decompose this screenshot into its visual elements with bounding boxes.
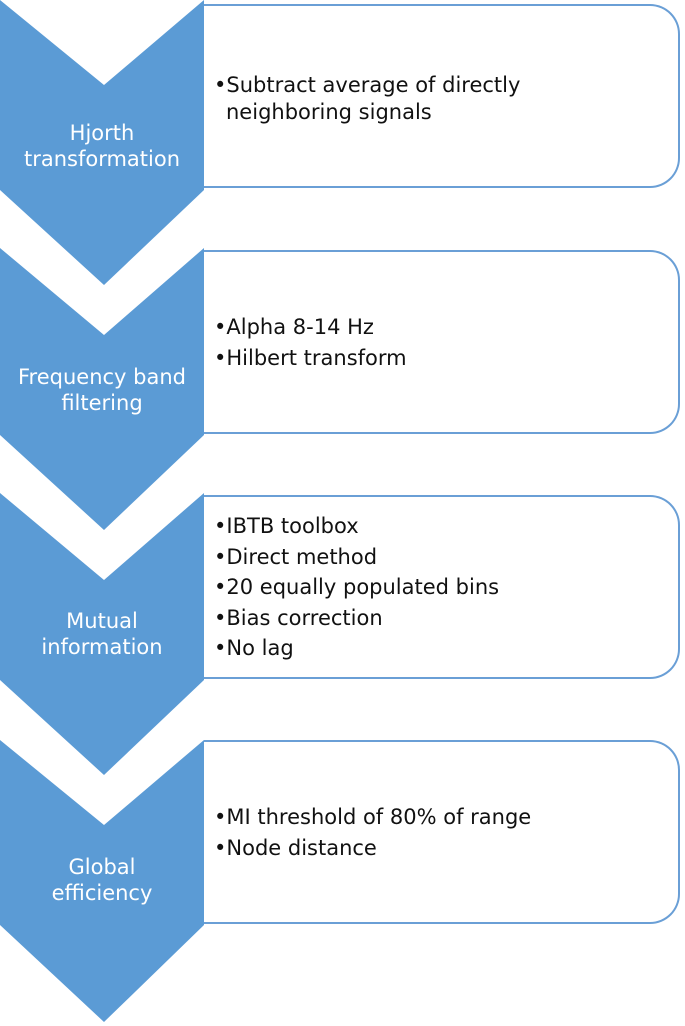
step-3-title-line: Mutual [66, 609, 138, 633]
step-3-bullet: 20 equally populated bins [214, 572, 499, 603]
step-1-title-line: transformation [23, 147, 181, 171]
step-3-bullet: Bias correction [214, 603, 499, 634]
step-1-title: Hjorth transformation [0, 120, 204, 172]
step-1-detail-box: Subtract average of directly neighboring… [204, 4, 680, 188]
step-4-bullet-list: MI threshold of 80% of range Node distan… [214, 802, 531, 863]
step-3-bullet-list: IBTB toolbox Direct method 20 equally po… [214, 511, 499, 664]
step-4-detail-box: MI threshold of 80% of range Node distan… [204, 740, 680, 924]
step-4-bullet: Node distance [214, 833, 531, 864]
step-1-bullet-list: Subtract average of directly neighboring… [214, 72, 520, 126]
step-2-title: Frequency band filtering [0, 364, 204, 416]
step-2-detail-box: Alpha 8-14 Hz Hilbert transform [204, 250, 680, 434]
step-3-detail-box: IBTB toolbox Direct method 20 equally po… [204, 495, 680, 679]
step-1-title-line: Hjorth [69, 121, 135, 145]
step-3-bullet: No lag [214, 633, 499, 664]
step-4-title-line: Global [68, 855, 136, 879]
step-2-bullet-list: Alpha 8-14 Hz Hilbert transform [214, 312, 407, 374]
step-2-bullet: Alpha 8-14 Hz [214, 312, 407, 343]
step-3-title: Mutual information [0, 608, 204, 660]
step-3-bullet: IBTB toolbox [214, 511, 499, 542]
step-3-bullet: Direct method [214, 542, 499, 573]
step-4-title: Global efficiency [0, 854, 204, 906]
step-3-title-line: information [41, 635, 163, 659]
step-2-title-line: Frequency band [18, 365, 186, 389]
step-2-bullet: Hilbert transform [214, 343, 406, 374]
step-4-bullet: MI threshold of 80% of range [214, 802, 531, 833]
step-2-title-line: filtering [61, 391, 143, 415]
step-1-bullet: Subtract average of directly [214, 72, 520, 99]
step-1-bullet-continuation: neighboring signals [226, 100, 432, 124]
step-4-title-line: efficiency [51, 881, 153, 905]
